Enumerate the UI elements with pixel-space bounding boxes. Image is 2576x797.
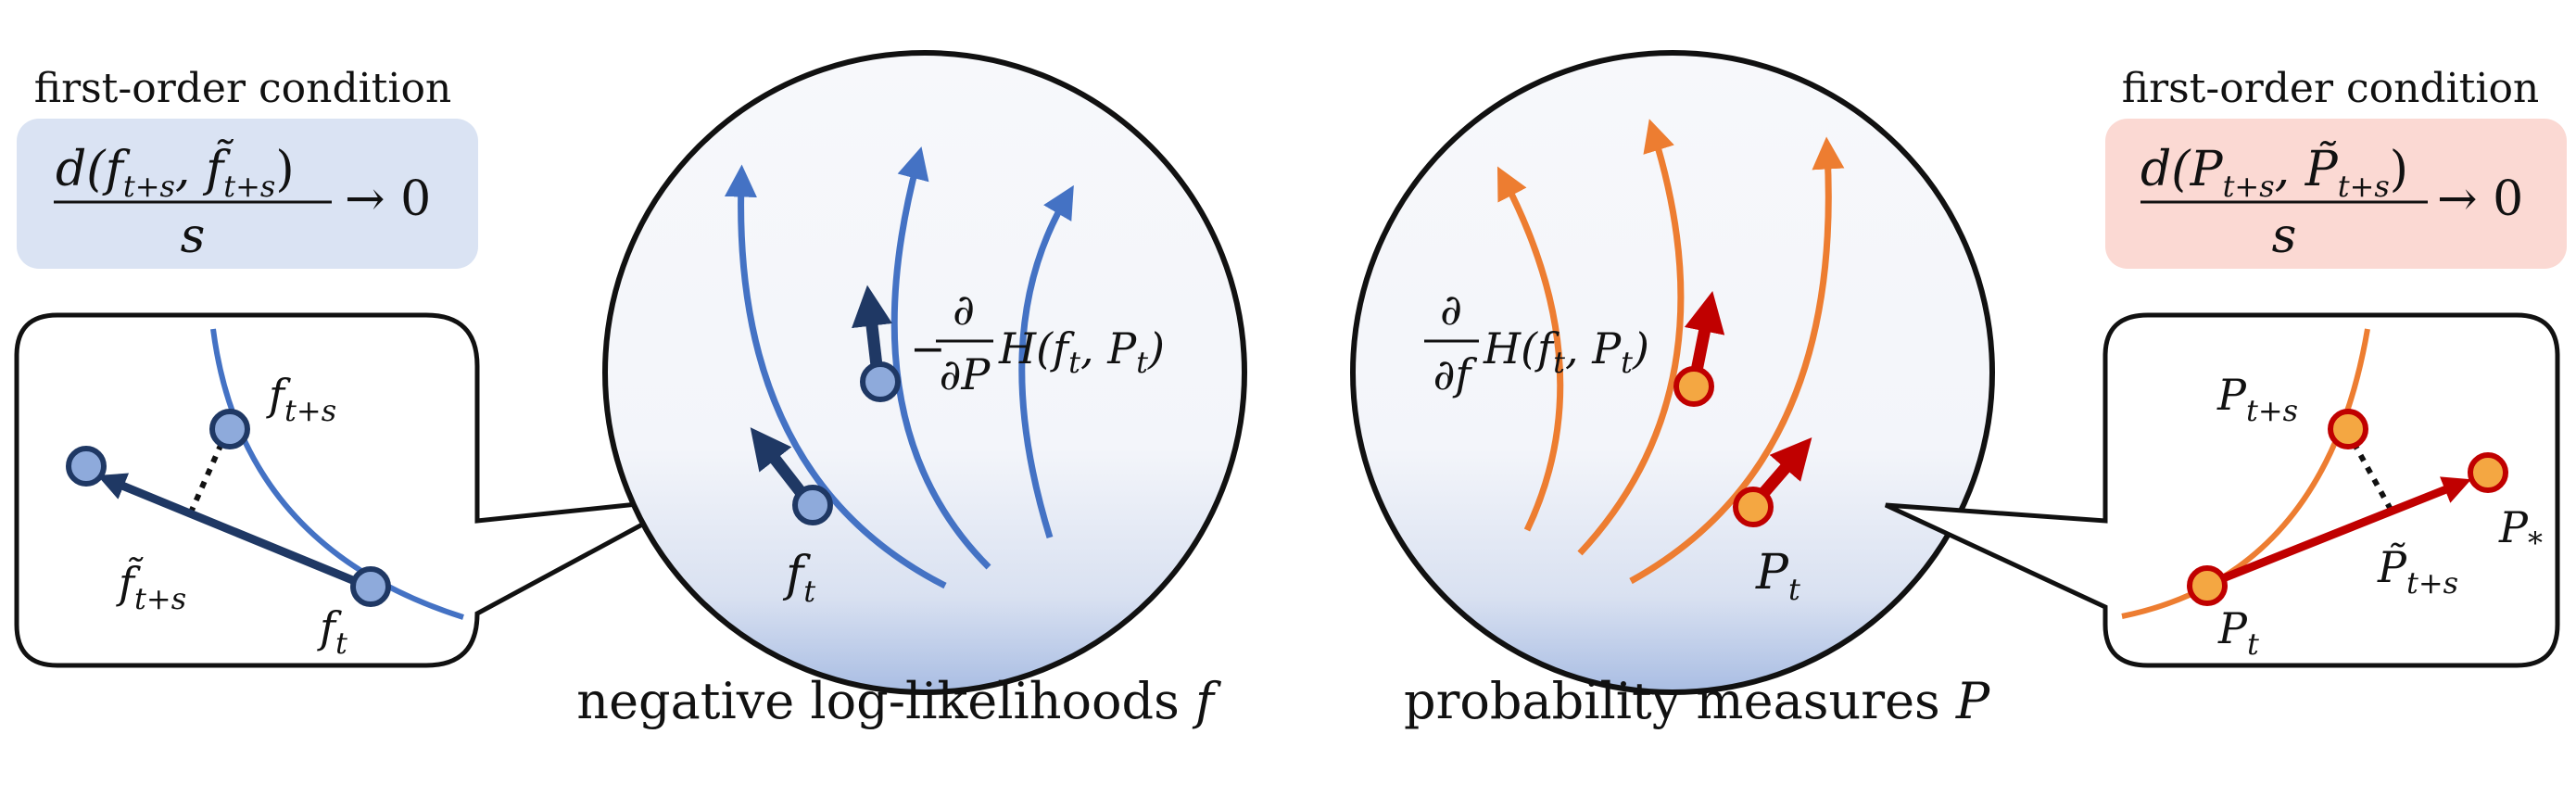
right-heading: first-order condition bbox=[2122, 65, 2540, 112]
left-panel: first-order condition d(ft+s, f̃t+s) s →… bbox=[14, 50, 1247, 730]
left-condition-denominator: s bbox=[181, 209, 206, 264]
right-inset-curve bbox=[2121, 328, 2370, 619]
left-heading: first-order condition bbox=[34, 65, 452, 112]
svg-text:H(ft, Pt): H(ft, Pt) bbox=[1483, 323, 1649, 380]
right-condition-denominator: s bbox=[2272, 209, 2297, 264]
left-flow-curve-3 bbox=[1018, 184, 1074, 539]
right-inset-label-p-tilde: P̃t+s bbox=[2377, 542, 2458, 601]
right-inset-callout bbox=[1884, 312, 2560, 668]
left-circle-node-f-t bbox=[792, 485, 833, 525]
left-gradient-label: − ∂ ∂P H(ft, Pt) bbox=[910, 285, 1165, 399]
svg-text:∂: ∂ bbox=[953, 285, 975, 335]
left-function-space-circle bbox=[602, 50, 1247, 695]
right-inset-label-p-next: Pt+s bbox=[2216, 370, 2298, 428]
right-panel: Pt ∂ ∂f H(ft, Pt) first-order condition … bbox=[1350, 50, 2567, 730]
right-inset-node-p-next bbox=[2328, 409, 2368, 449]
right-inset-label-p-t: Pt bbox=[2217, 603, 2259, 662]
left-inset-node-f-t bbox=[350, 566, 391, 607]
right-circle-node-upper bbox=[1673, 366, 1714, 407]
svg-text:∂: ∂ bbox=[1440, 285, 1462, 335]
right-inset-node-p-t bbox=[2187, 565, 2228, 606]
right-condition-numerator: d(Pt+s, P̃t+s) bbox=[2140, 141, 2408, 204]
right-circle-node-p-t bbox=[1733, 487, 1774, 527]
svg-text:∂f: ∂f bbox=[1433, 349, 1478, 399]
left-caption: negative log-likelihoods f bbox=[576, 672, 1221, 730]
right-gradient-label: ∂ ∂f H(ft, Pt) bbox=[1424, 285, 1649, 399]
svg-text:−: − bbox=[910, 323, 946, 373]
left-inset-curve bbox=[210, 328, 464, 620]
right-flow-curve-1 bbox=[1496, 166, 1564, 532]
right-inset-arrow bbox=[2207, 476, 2472, 588]
right-flow-curve-2 bbox=[1577, 119, 1685, 556]
left-inset-node-f-tilde bbox=[66, 446, 107, 487]
right-circle-label-p-t: Pt bbox=[1755, 545, 1800, 607]
right-inset-label-p-star: P* bbox=[2498, 502, 2543, 561]
right-inset-node-p-star bbox=[2468, 452, 2508, 493]
right-condition-box bbox=[2105, 119, 2567, 269]
left-condition-numerator: d(ft+s, f̃t+s) bbox=[56, 139, 295, 204]
left-inset-arrow bbox=[97, 473, 368, 590]
right-flow-curve-3 bbox=[1629, 136, 1845, 585]
left-inset-callout bbox=[14, 312, 692, 668]
right-condition-arrow: → 0 bbox=[2437, 171, 2523, 227]
left-inset-node-f-next bbox=[209, 409, 250, 449]
right-caption: probability measures P bbox=[1404, 672, 1991, 730]
left-circle-node-upper bbox=[860, 361, 901, 402]
left-condition-arrow: → 0 bbox=[345, 171, 431, 227]
left-condition-box bbox=[17, 119, 478, 269]
svg-text:H(ft, Pt): H(ft, Pt) bbox=[998, 323, 1165, 380]
left-flow-curve-2 bbox=[890, 146, 991, 570]
svg-text:∂P: ∂P bbox=[940, 349, 991, 399]
